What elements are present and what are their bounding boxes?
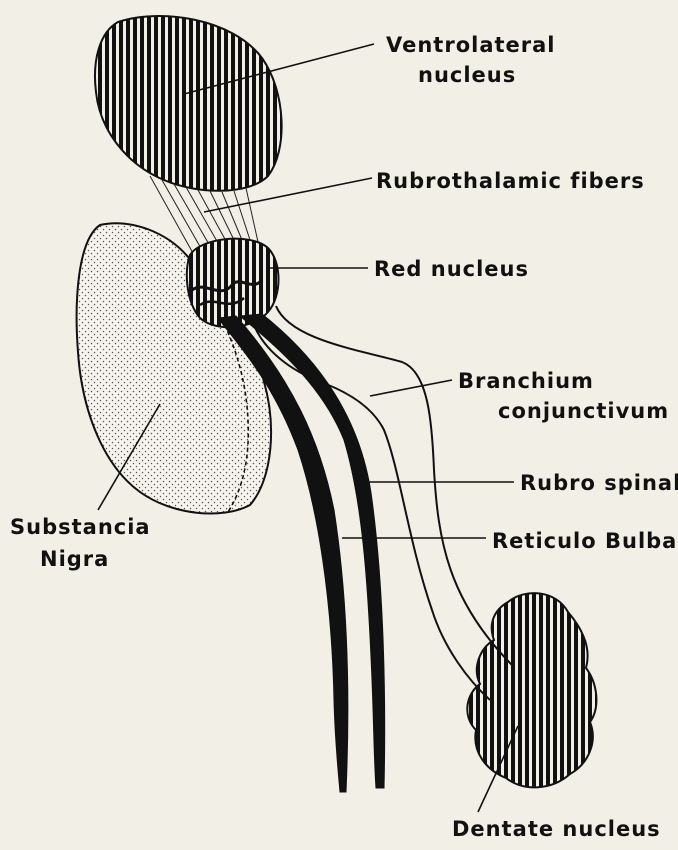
- label-branchium-line1: Branchium: [458, 369, 594, 393]
- label-red-nucleus: Red nucleus: [374, 257, 529, 281]
- label-ventrolateral-line1: Ventrolateral: [386, 33, 556, 57]
- label-dentate-nucleus: Dentate nucleus: [452, 817, 661, 841]
- label-branchium-line2: conjunctivum: [498, 399, 669, 423]
- label-substancia-line1: Substancia: [10, 515, 151, 539]
- label-rubrothalamic-fibers: Rubrothalamic fibers: [376, 169, 645, 193]
- dentate-nucleus-shape: [467, 593, 596, 787]
- label-rubro-spinal: Rubro spinal: [520, 471, 678, 495]
- label-reticulo-bulbar: Reticulo Bulbar: [492, 529, 678, 553]
- ventrolateral-nucleus-shape: [95, 16, 282, 191]
- label-ventrolateral-line2: nucleus: [418, 63, 516, 87]
- label-substancia-line2: Nigra: [40, 547, 109, 571]
